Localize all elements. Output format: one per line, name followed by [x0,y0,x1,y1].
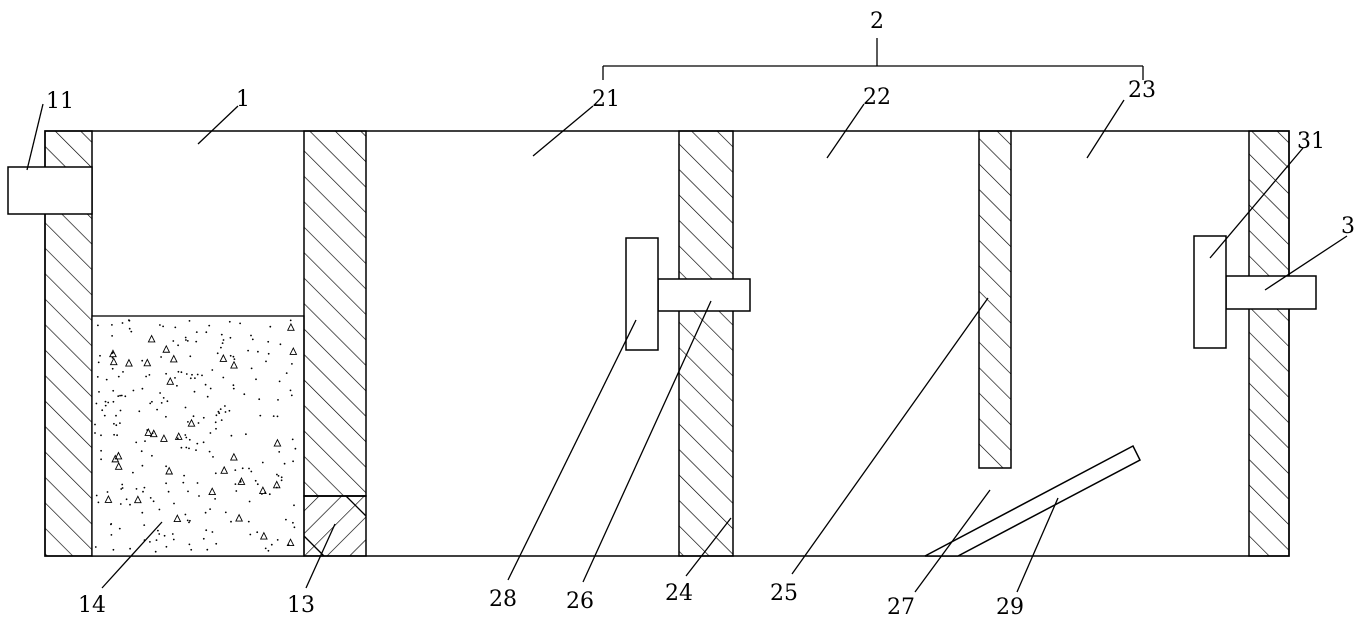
inlet-pipe [7,166,93,215]
label-31: 31 [1297,129,1325,154]
baffle-plate-28 [625,237,659,351]
label-23: 23 [1128,78,1156,103]
label-28: 28 [489,587,517,612]
label-3: 3 [1341,214,1355,239]
group-bracket [602,38,1144,80]
label-13: 13 [287,593,315,618]
outlet-pipe-3 [1225,275,1317,310]
label-21: 21 [592,87,620,112]
baffle-plate-31 [1193,235,1227,349]
filter-media [91,315,305,557]
label-26: 26 [566,589,594,614]
label-27: 27 [887,595,915,620]
label-29: 29 [996,595,1024,620]
label-1: 1 [236,87,250,112]
partition-wall-1 [303,130,367,497]
label-25: 25 [770,581,798,606]
label-11: 11 [46,89,74,114]
label-24: 24 [665,581,693,606]
label-2: 2 [870,9,884,34]
hanging-baffle-25 [978,130,1012,469]
leader-lines [26,99,1348,593]
orifice-block [303,495,367,557]
inclined-plate-29 [924,444,1141,557]
label-14: 14 [78,593,106,618]
partition-wall-24 [678,130,734,557]
label-22: 22 [863,85,891,110]
connecting-pipe-26 [657,278,751,312]
right-wall [1248,130,1290,557]
